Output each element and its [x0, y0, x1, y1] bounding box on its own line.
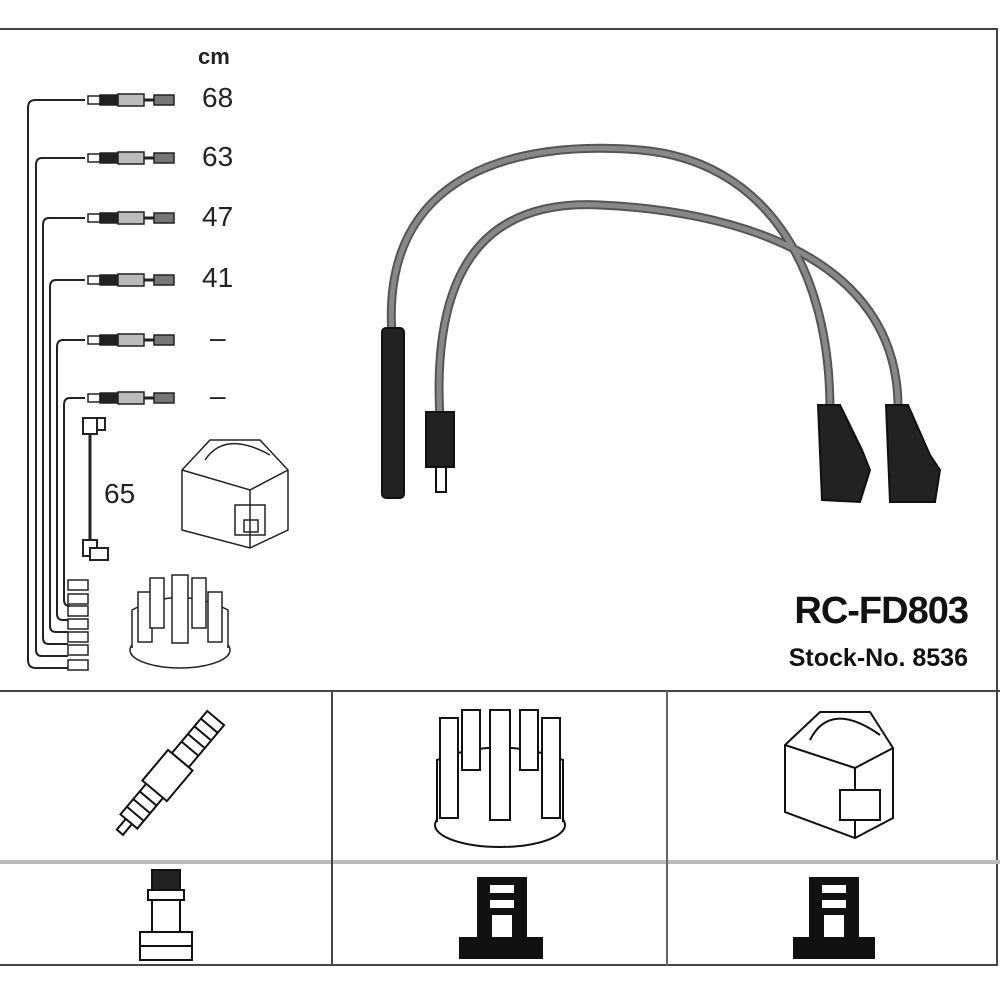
cable-length-2: 63	[202, 141, 234, 172]
diagram-frame	[0, 28, 998, 966]
cable-length-3: 47	[202, 201, 234, 232]
coil-cable-length: 65	[104, 478, 136, 509]
cap-terminal-icon	[459, 877, 543, 959]
distributor-cap-icon	[434, 709, 566, 848]
cable-length-1: 68	[202, 82, 234, 113]
unit-label: cm	[198, 44, 230, 69]
wire-set-illustration	[27, 93, 176, 671]
ignition-coil-small	[181, 439, 289, 549]
component-grid	[0, 690, 1000, 966]
cable-length-4: 41	[202, 262, 234, 293]
stock-number: Stock-No. 8536	[788, 644, 968, 672]
product-code: RC-FD803	[794, 590, 969, 632]
cable-length-6: –	[210, 380, 226, 411]
cable-length-5: –	[210, 322, 226, 353]
ignition-cables	[386, 143, 903, 421]
spark-plug-icon	[115, 709, 226, 837]
coil-terminal-icon	[793, 877, 875, 959]
ignition-coil-icon	[784, 711, 894, 840]
plug-terminal-icon	[139, 869, 193, 961]
distributor-cap-small	[129, 574, 231, 669]
